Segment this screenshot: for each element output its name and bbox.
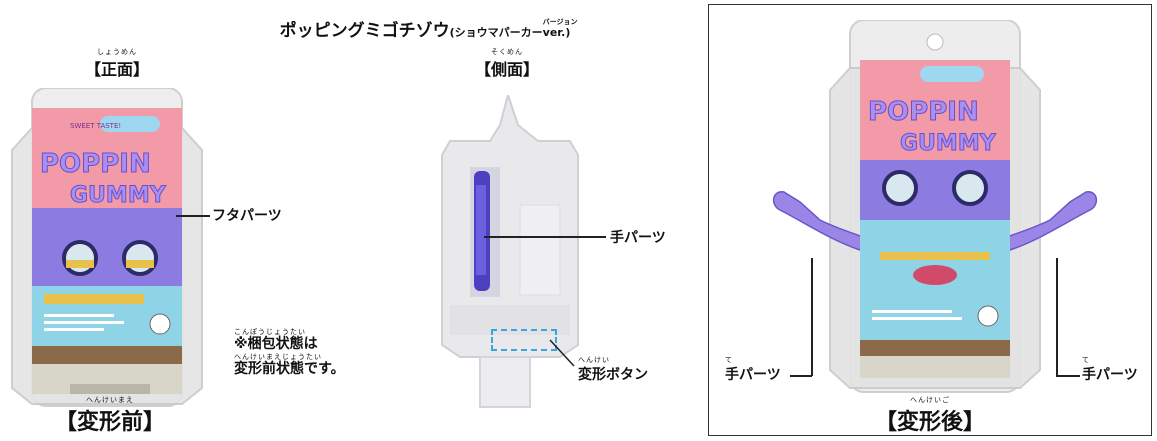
front-package-image: SWEET TASTE! POPPIN GUMMY bbox=[11, 88, 203, 407]
side-label: そくめん 【側面】 bbox=[474, 48, 539, 79]
button-callout: へんけい 変形ボタン bbox=[578, 356, 648, 383]
after-label: へんけいご 【変形後】 bbox=[874, 396, 985, 435]
lid-callout: フタパーツ bbox=[212, 208, 282, 224]
hand-right-callout-hline bbox=[1056, 375, 1080, 377]
hand-right-callout-vline bbox=[1056, 258, 1058, 376]
before-label: へんけいまえ 【変形前】 bbox=[54, 396, 165, 435]
logo-bottom-text: GUMMY bbox=[70, 183, 167, 208]
lid-callout-line bbox=[176, 215, 210, 217]
hand-right-callout: て 手パーツ bbox=[1082, 356, 1138, 383]
front-label: しょうめん 【正面】 bbox=[84, 48, 149, 79]
logo-top-text: POPPIN bbox=[40, 149, 151, 179]
hand-callout: 手パーツ bbox=[610, 230, 666, 246]
transform-button-highlight bbox=[491, 329, 557, 351]
hand-left-callout-vline bbox=[811, 258, 813, 376]
hand-left-callout: て 手パーツ bbox=[725, 356, 781, 383]
button-callout-line bbox=[549, 339, 575, 367]
logo-bottom-text-after: GUMMY bbox=[900, 131, 997, 156]
hand-left-callout-hline bbox=[790, 375, 812, 377]
hand-callout-line bbox=[484, 236, 606, 238]
after-package-image: POPPIN GUMMY bbox=[772, 20, 1098, 393]
taste-text: SWEET TASTE! bbox=[70, 122, 121, 130]
after-panel-frame bbox=[708, 4, 1152, 436]
side-package-image bbox=[441, 95, 579, 408]
logo-top-text-after: POPPIN bbox=[868, 97, 979, 127]
packaging-note: こんぽうじょうたい ※梱包状態は へんけいまえじょうたい 変形前状態です。 bbox=[234, 328, 345, 377]
